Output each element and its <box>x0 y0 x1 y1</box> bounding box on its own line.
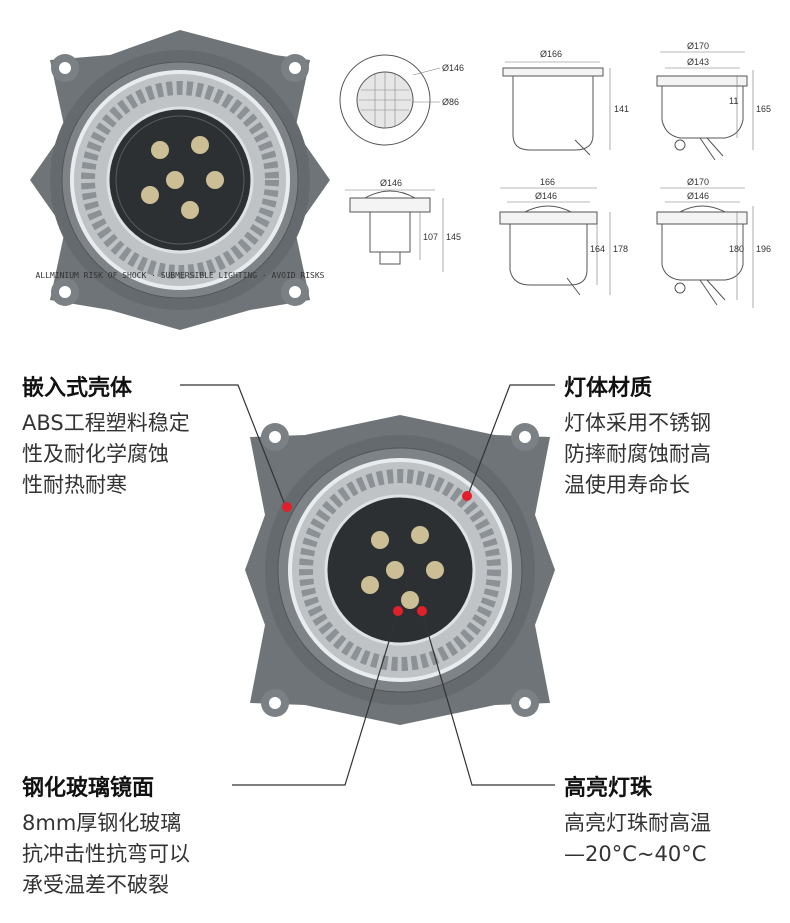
technical-drawings: Ø146 Ø86 Ø166 141 Ø170 Ø143 11 165 Ø146 <box>339 41 771 308</box>
svg-text:Ø143: Ø143 <box>687 57 709 67</box>
feature-title: 高亮灯珠 <box>564 776 653 801</box>
callout-dot-beads <box>417 606 427 616</box>
svg-text:Ø86: Ø86 <box>442 97 459 107</box>
feature-desc-line: —20°C~40°C <box>564 842 707 866</box>
feature-desc-line: 8mm厚钢化玻璃 <box>22 811 182 835</box>
feature-beads: 高亮灯珠 高亮灯珠耐高温 —20°C~40°C <box>564 770 711 870</box>
svg-text:165: 165 <box>756 104 771 114</box>
feature-title: 灯体材质 <box>564 376 653 401</box>
feature-desc-line: 防摔耐腐蚀耐高 <box>564 442 711 466</box>
feature-desc-line: 高亮灯珠耐高温 <box>564 811 711 835</box>
svg-text:11: 11 <box>729 96 738 106</box>
feature-desc-line: 性耐热耐寒 <box>22 473 127 497</box>
product-photo-bottom <box>245 415 555 725</box>
svg-text:Ø170: Ø170 <box>687 177 709 187</box>
svg-text:180: 180 <box>729 244 744 254</box>
callout-dot-shell <box>282 502 292 512</box>
feature-shell: 嵌入式壳体 ABS工程塑料稳定 性及耐化学腐蚀 性耐热耐寒 <box>22 370 190 501</box>
svg-text:Ø146: Ø146 <box>687 191 709 201</box>
svg-text:Ø166: Ø166 <box>540 49 562 59</box>
ring-text: ALLMINIUM RISK OF SHOCK · SUBMERSIBLE LI… <box>36 271 325 280</box>
feature-desc-line: 温使用寿命长 <box>564 473 690 497</box>
callout-dot-material <box>462 491 472 501</box>
svg-text:164: 164 <box>590 244 605 254</box>
feature-title: 嵌入式壳体 <box>22 376 133 401</box>
svg-text:196: 196 <box>756 244 771 254</box>
svg-text:166: 166 <box>540 177 555 187</box>
svg-text:145: 145 <box>446 232 461 242</box>
drawing-lamp-side: Ø146 107 145 <box>345 178 461 272</box>
drawing-housing-a: Ø170 Ø143 11 165 <box>656 41 771 161</box>
svg-text:107: 107 <box>423 232 438 242</box>
feature-desc-line: ABS工程塑料稳定 <box>22 411 190 435</box>
feature-desc-line: 灯体采用不锈钢 <box>564 411 711 435</box>
svg-text:141: 141 <box>614 104 629 114</box>
feature-desc-line: 抗冲击性抗弯可以 <box>22 842 190 866</box>
svg-text:Ø146: Ø146 <box>380 178 402 188</box>
feature-material: 灯体材质 灯体采用不锈钢 防摔耐腐蚀耐高 温使用寿命长 <box>564 370 711 501</box>
svg-text:Ø170: Ø170 <box>687 41 709 51</box>
drawing-housing-b: Ø170 Ø146 180 196 <box>656 177 771 308</box>
feature-desc-line: 性及耐化学腐蚀 <box>22 442 169 466</box>
feature-desc-line: 承受温差不破裂 <box>22 873 169 897</box>
svg-text:178: 178 <box>613 244 628 254</box>
svg-text:Ø146: Ø146 <box>535 191 557 201</box>
product-photo-top: ALLMINIUM RISK OF SHOCK · SUBMERSIBLE LI… <box>30 30 330 330</box>
callout-dot-glass <box>393 606 403 616</box>
svg-text:Ø146: Ø146 <box>442 63 464 73</box>
feature-title: 钢化玻璃镜面 <box>22 776 155 801</box>
drawing-niche-side: Ø166 141 <box>502 49 629 156</box>
drawing-face-view: Ø146 Ø86 <box>339 54 464 146</box>
drawing-niche-assembled: 166 Ø146 164 178 <box>499 177 628 296</box>
feature-glass: 钢化玻璃镜面 8mm厚钢化玻璃 抗冲击性抗弯可以 承受温差不破裂 <box>22 770 190 901</box>
